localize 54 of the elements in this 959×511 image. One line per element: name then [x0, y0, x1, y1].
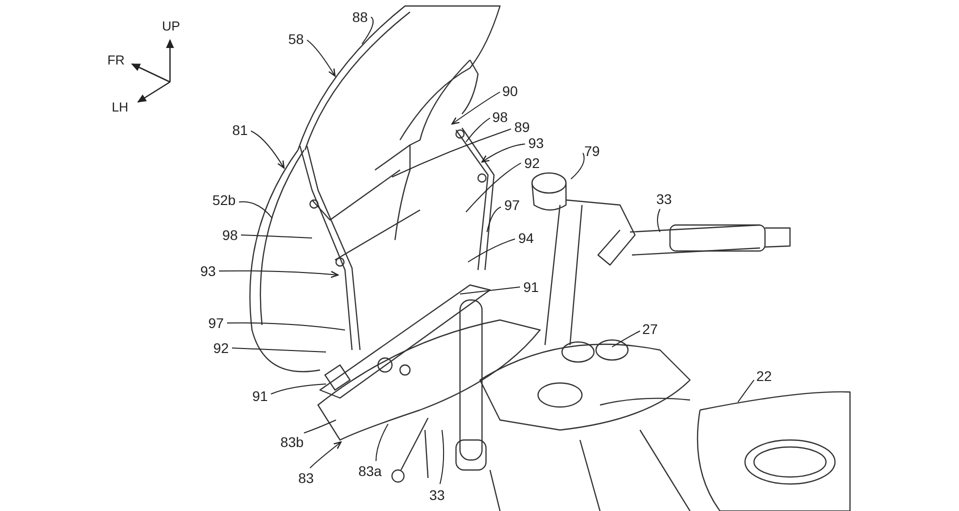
leader-line	[304, 420, 336, 434]
leader-line	[466, 162, 522, 212]
leader-line	[238, 201, 272, 218]
callout-number: 94	[518, 231, 534, 245]
leader-line	[738, 380, 754, 402]
leader-line	[657, 208, 660, 232]
callout-number: 98	[222, 228, 238, 242]
leader-line	[468, 238, 516, 262]
callout-number: 83	[298, 471, 314, 485]
callout-number: 22	[756, 369, 772, 383]
leader-line	[232, 348, 326, 352]
callout-number: 98	[492, 110, 508, 124]
leader-line	[570, 152, 585, 180]
leader-line	[481, 144, 526, 163]
callout-number: 92	[213, 341, 229, 355]
callout-number: 91	[252, 389, 268, 403]
callout-number: 92	[524, 156, 540, 170]
callout-number: 81	[232, 123, 248, 137]
leader-line	[451, 92, 500, 125]
leader-line	[310, 441, 342, 468]
leader-line	[486, 206, 502, 232]
leader-line	[226, 322, 346, 330]
callout-number: 83a	[358, 464, 382, 478]
callout-number: 91	[523, 280, 539, 294]
fork-bracket-drawing	[317, 319, 541, 441]
callout-number: 89	[514, 120, 530, 134]
leader-line	[466, 118, 490, 142]
leader-line	[376, 424, 388, 462]
callout-number: 33	[429, 488, 445, 502]
leader-line	[392, 128, 512, 178]
callout-number: 88	[352, 10, 368, 24]
callout-number: 33	[656, 192, 672, 206]
callout-number: 79	[584, 144, 600, 158]
callout-number: 97	[504, 198, 520, 212]
callout-number: 90	[502, 84, 518, 98]
leader-line	[270, 384, 326, 394]
callout-number: 58	[288, 32, 304, 46]
direction-label: LH	[112, 100, 128, 114]
leader-line	[250, 130, 285, 169]
callout-number: 52b	[212, 193, 236, 207]
leader-line	[460, 286, 520, 294]
callout-number: 97	[208, 316, 224, 330]
callout-number: 27	[642, 322, 658, 336]
leader-line	[240, 234, 312, 238]
callout-number: 83b	[280, 435, 304, 449]
leader-line	[612, 330, 640, 348]
leader-line	[218, 270, 339, 278]
direction-label: UP	[162, 20, 180, 32]
leader-line	[306, 40, 336, 77]
callout-number: 93	[528, 136, 544, 150]
leader-line	[362, 16, 374, 44]
direction-label: FR	[107, 54, 125, 66]
callout-number: 93	[200, 264, 216, 278]
leader-line	[440, 430, 444, 484]
